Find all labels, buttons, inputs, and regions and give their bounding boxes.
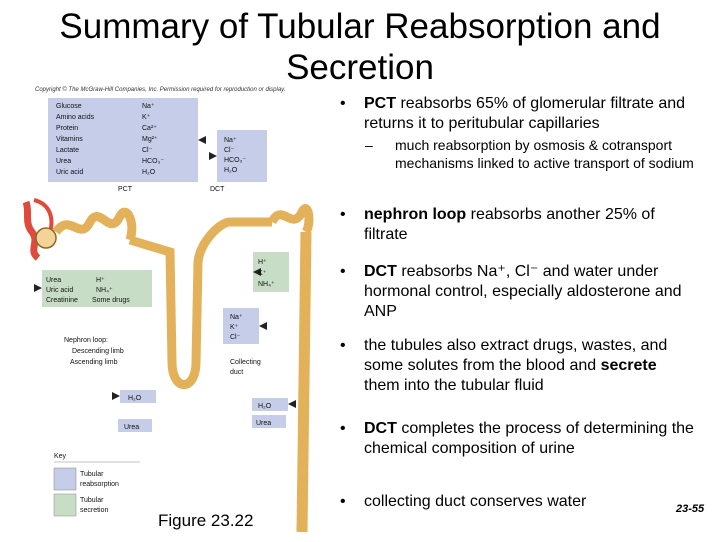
- transport-arrows: [34, 136, 296, 408]
- key-reabsorption-swatch: [53, 467, 77, 491]
- h2o-right: H₂O: [258, 403, 272, 410]
- urea-left: Urea: [124, 424, 139, 431]
- dct-label: DCT: [210, 186, 225, 193]
- collecting-label-0: Collecting: [230, 359, 261, 366]
- slide-number: 23-55: [676, 503, 705, 515]
- bullet-glyph: •: [340, 420, 346, 437]
- nephron-loop: [128, 217, 272, 389]
- pct-list-a-5: Urea: [56, 158, 71, 165]
- pct-secretion-a-1: Uric acid: [46, 287, 73, 294]
- loop-label-0: Nephron loop:: [64, 337, 108, 344]
- pct-list-b-6: H₂O: [142, 169, 156, 176]
- pct-list-b-3: Mg²⁺: [142, 136, 158, 143]
- urea-right: Urea: [256, 420, 271, 427]
- dct-list-1: Cl⁻: [224, 147, 235, 154]
- dct-secretion-0: H⁺: [258, 259, 267, 266]
- pct-secretion-b-1: NH₄⁺: [96, 287, 113, 294]
- h2o-left: H₂O: [128, 395, 142, 402]
- bullet-strong: DCT: [364, 420, 397, 437]
- bullet-text: the tubules also extract drugs, wastes, …: [364, 337, 668, 374]
- pct-list-a-1: Amino acids: [56, 114, 95, 121]
- key-reabsorption-1: reabsorption: [80, 481, 119, 488]
- bullet-strong: secrete: [600, 357, 657, 374]
- dash-glyph: –: [365, 137, 373, 153]
- pct-list-b-4: Cl⁻: [142, 147, 153, 154]
- dct-list-3: H₂O: [224, 167, 238, 174]
- dct-secretion-1: K⁺: [258, 270, 267, 277]
- pct-list-b-1: K⁺: [142, 114, 151, 121]
- slide-title: Summary of Tubular Reabsorption and Secr…: [59, 7, 661, 87]
- bullet-text: them into the tubular fluid: [364, 377, 544, 394]
- sub-bullet-text: much reabsorption by osmosis & cotranspo…: [395, 137, 694, 171]
- pct-list-a-6: Uric acid: [56, 169, 83, 176]
- key-title: Key: [54, 453, 67, 460]
- urea-left-box: [118, 419, 152, 432]
- nephron-diagram: Glucose Amino acids Protein Vitamins Lac…: [22, 98, 314, 533]
- bullet-glyph: •: [340, 337, 346, 354]
- figure-caption: Figure 23.22: [158, 511, 254, 530]
- dct-reabsorption-box: [217, 130, 267, 182]
- urea-right-box: [252, 415, 286, 428]
- loop-label-2: Ascending limb: [70, 359, 118, 366]
- afferent-vessel: [22, 200, 41, 261]
- pct-secretion-b-0: H⁺: [96, 277, 105, 284]
- bullet-text: reabsorbs Na⁺, Cl⁻ and water under hormo…: [364, 263, 682, 320]
- dct-list-2: HCO₃⁻: [224, 157, 246, 164]
- collecting-ion-box: [223, 308, 259, 344]
- pct-list-b-2: Ca²⁺: [142, 125, 157, 132]
- pct-list-a-0: Glucose: [56, 103, 82, 110]
- bullet-strong: PCT: [364, 95, 396, 112]
- glomerulus: [35, 227, 57, 249]
- pct-secretion-box: [42, 270, 152, 307]
- collecting-ion-1: K⁺: [230, 324, 239, 331]
- pct-list-a-2: Protein: [56, 125, 78, 132]
- tubular-figure: Glucose Amino acids Protein Vitamins Lac…: [20, 92, 330, 537]
- bullet-strong: DCT: [364, 263, 397, 280]
- key-secretion-1: secretion: [80, 507, 109, 514]
- collecting-duct: [296, 231, 312, 533]
- bullet-text: reabsorbs another 25% of filtrate: [364, 206, 655, 243]
- loop-label-1: Descending limb: [72, 348, 124, 355]
- collecting-label-1: duct: [230, 369, 243, 376]
- pct-secretion-a-0: Urea: [46, 277, 61, 284]
- pct-label: PCT: [118, 186, 133, 193]
- bullet-text: collecting duct conserves water: [364, 493, 587, 510]
- bullet-glyph: •: [340, 95, 346, 112]
- pct-tubule: [52, 207, 137, 242]
- dct-tubule: [267, 204, 314, 235]
- pct-list-b-0: Na⁺: [142, 103, 155, 110]
- bullet-glyph: •: [340, 263, 346, 280]
- pct-list-a-3: Vitamins: [56, 136, 83, 143]
- collecting-ion-0: Na⁺: [230, 314, 243, 321]
- dct-secretion-2: NH₄⁺: [258, 281, 275, 288]
- bullet-glyph: •: [340, 493, 346, 510]
- pct-list-b-5: HCO₃⁻: [142, 158, 164, 165]
- h2o-right-box: [252, 398, 288, 411]
- pct-list-a-4: Lactate: [56, 147, 79, 154]
- key-secretion-0: Tubular: [80, 497, 104, 504]
- bullet-text: completes the process of determining the…: [364, 420, 694, 457]
- copyright-notice: Copyright © The McGraw-Hill Companies, I…: [35, 87, 286, 93]
- pct-secretion-b-2: Some drugs: [92, 297, 130, 304]
- bullet-text: reabsorbs 65% of glomerular filtrate and…: [364, 95, 686, 132]
- key-secretion-swatch: [53, 493, 77, 517]
- bullet-glyph: •: [340, 206, 346, 223]
- dct-list-0: Na⁺: [224, 137, 237, 144]
- pct-reabsorption-box: [48, 98, 198, 182]
- pct-secretion-a-2: Creatinine: [46, 297, 78, 304]
- key-reabsorption-0: Tubular: [80, 471, 104, 478]
- bullet-strong: nephron loop: [364, 206, 467, 223]
- collecting-ion-2: Cl⁻: [230, 334, 241, 341]
- h2o-left-box: [120, 390, 156, 403]
